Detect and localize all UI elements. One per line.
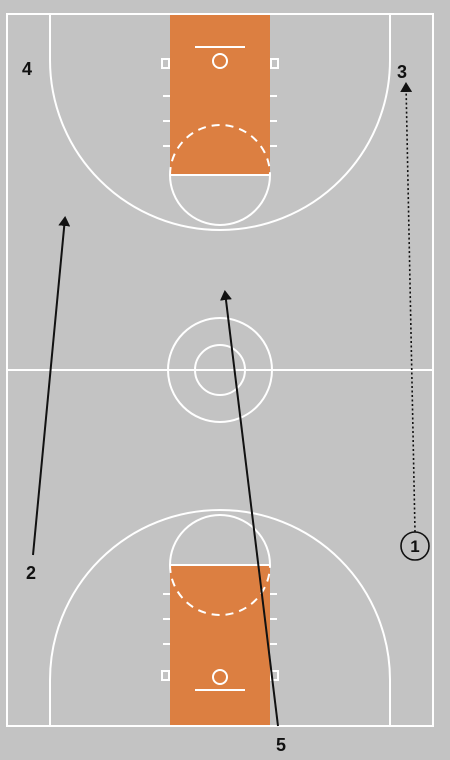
top-half-court bbox=[49, 14, 391, 231]
bottom-paint bbox=[170, 565, 270, 726]
player-5-cut-arrow bbox=[220, 290, 279, 727]
center-circle-outer bbox=[167, 317, 273, 423]
player-2-cut-arrow bbox=[32, 216, 71, 556]
player-4-label: 4 bbox=[22, 59, 32, 79]
top-free-throw-circle-lower bbox=[169, 174, 271, 226]
movement-arrows bbox=[32, 82, 416, 727]
top-rim bbox=[212, 53, 228, 69]
center-court bbox=[7, 317, 433, 423]
top-three-point-line bbox=[49, 14, 391, 231]
bottom-rim bbox=[212, 669, 228, 685]
bottom-free-throw-circle-upper bbox=[169, 514, 271, 566]
top-paint bbox=[170, 14, 270, 175]
player-3-label: 3 bbox=[397, 62, 407, 82]
bottom-half-court bbox=[49, 509, 391, 726]
court-boundary bbox=[6, 13, 434, 727]
top-lane-marks bbox=[161, 58, 279, 147]
player-1-circle bbox=[400, 531, 430, 561]
player-1-label: 1 bbox=[410, 537, 419, 556]
player-5-label: 5 bbox=[276, 735, 286, 755]
center-circle-inner bbox=[194, 344, 246, 396]
players: 1 2 3 4 5 bbox=[22, 59, 430, 755]
bottom-three-point-line bbox=[49, 509, 391, 726]
player-2-label: 2 bbox=[26, 563, 36, 583]
player-1-marker: 1 bbox=[400, 531, 430, 561]
